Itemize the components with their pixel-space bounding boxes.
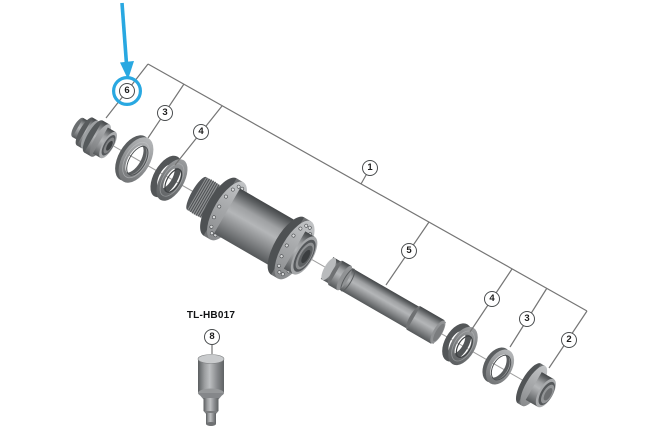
part-hub-shell	[186, 176, 319, 281]
part-end-cap-left	[71, 117, 118, 159]
part-bearing-right	[442, 323, 478, 366]
part-end-cap-right	[515, 363, 556, 408]
part-seal-left	[115, 135, 154, 183]
highlight-arrow-icon	[120, 2, 134, 80]
callout-8: 8	[204, 329, 220, 345]
callout-3-left: 3	[157, 105, 173, 121]
part-seal-right	[482, 347, 515, 385]
callout-2: 2	[561, 332, 577, 348]
tool-label: TL-HB017	[186, 310, 236, 321]
callout-1: 1	[362, 160, 378, 176]
bracket-lines	[105, 63, 588, 369]
callout-4-left: 4	[193, 124, 209, 140]
callout-3-right: 3	[519, 311, 535, 327]
callout-4-right: 4	[484, 291, 500, 307]
callout-6: 6	[119, 83, 135, 99]
part-axle	[320, 257, 446, 344]
highlight-circle	[111, 75, 142, 106]
part-tool-tl-hb017	[197, 354, 225, 426]
callout-5: 5	[401, 243, 417, 259]
